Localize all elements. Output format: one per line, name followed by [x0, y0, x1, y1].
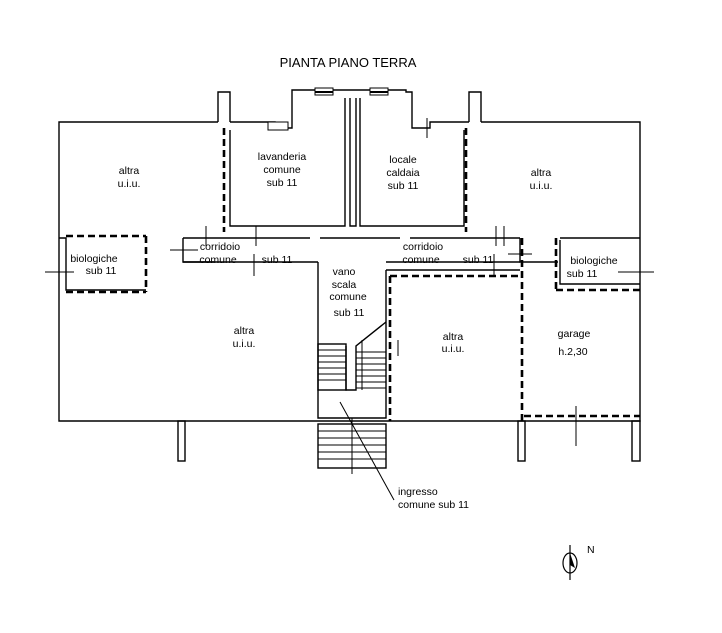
svg-text:scala: scala [332, 279, 357, 291]
svg-text:garage: garage [558, 328, 591, 340]
svg-text:h.2,30: h.2,30 [558, 346, 587, 358]
svg-text:comune: comune [402, 254, 440, 266]
svg-text:corridoio: corridoio [200, 241, 240, 253]
svg-text:u.i.u.: u.i.u. [530, 180, 553, 192]
corridor [170, 226, 532, 276]
room-label-corridoio-left: corridoio comune sub 11 [199, 241, 292, 266]
svg-text:corridoio: corridoio [403, 241, 443, 253]
svg-text:sub 11: sub 11 [567, 268, 598, 280]
svg-text:comune: comune [329, 291, 367, 303]
stairs [317, 321, 395, 501]
room-label-biologiche-right: biologiche sub 11 [567, 255, 618, 280]
room-label-altra-top-left: altra u.i.u. [118, 165, 141, 190]
svg-text:comune: comune [263, 164, 301, 176]
room-label-altra-bottom-mid: altra u.i.u. [442, 331, 465, 355]
svg-text:altra: altra [119, 165, 140, 177]
biologiche-right [519, 237, 654, 292]
svg-text:comune: comune [199, 254, 237, 266]
svg-text:u.i.u.: u.i.u. [118, 178, 141, 190]
svg-text:biologiche: biologiche [570, 255, 617, 267]
room-label-altra-bottom-left: altra u.i.u. [233, 325, 256, 350]
svg-text:sub 11: sub 11 [86, 265, 117, 277]
service-rooms [222, 98, 468, 246]
north-arrow-icon: N [562, 544, 595, 580]
svg-text:u.i.u.: u.i.u. [233, 338, 256, 350]
room-label-biologiche-left: biologiche sub 11 [70, 253, 117, 277]
room-label-locale-caldaia: locale caldaia sub 11 [386, 154, 419, 192]
room-label-lavanderia: lavanderia comune sub 11 [258, 151, 307, 189]
svg-text:sub 11: sub 11 [267, 177, 298, 189]
room-label-altra-top-right: altra u.i.u. [530, 167, 553, 192]
svg-text:sub 11: sub 11 [334, 307, 365, 319]
biologiche-left [45, 234, 148, 294]
svg-text:lavanderia: lavanderia [258, 151, 307, 163]
svg-text:ingresso: ingresso [398, 486, 438, 498]
svg-text:altra: altra [234, 325, 255, 337]
page-title: PIANTA PIANO TERRA [280, 55, 417, 70]
svg-text:u.i.u.: u.i.u. [442, 343, 465, 355]
ingresso-label: ingresso comune sub 11 [398, 486, 469, 511]
top-windows [267, 87, 389, 131]
svg-text:vano: vano [333, 266, 356, 278]
room-label-garage: garage h.2,30 [558, 328, 591, 358]
room-label-corridoio-right: corridoio comune sub 11 [402, 241, 493, 266]
entrance-steps [317, 418, 387, 474]
svg-text:caldaia: caldaia [386, 167, 419, 179]
svg-text:sub 11: sub 11 [463, 254, 494, 266]
svg-text:altra: altra [531, 167, 552, 179]
room-label-vano-scala: vano scala comune sub 11 [329, 266, 367, 319]
svg-text:sub 11: sub 11 [388, 180, 419, 192]
svg-text:biologiche: biologiche [70, 253, 117, 265]
north-label: N [587, 544, 595, 556]
svg-text:comune sub 11: comune sub 11 [398, 499, 469, 511]
svg-text:sub 11: sub 11 [262, 254, 293, 266]
svg-text:locale: locale [389, 154, 417, 166]
svg-text:altra: altra [443, 331, 464, 343]
